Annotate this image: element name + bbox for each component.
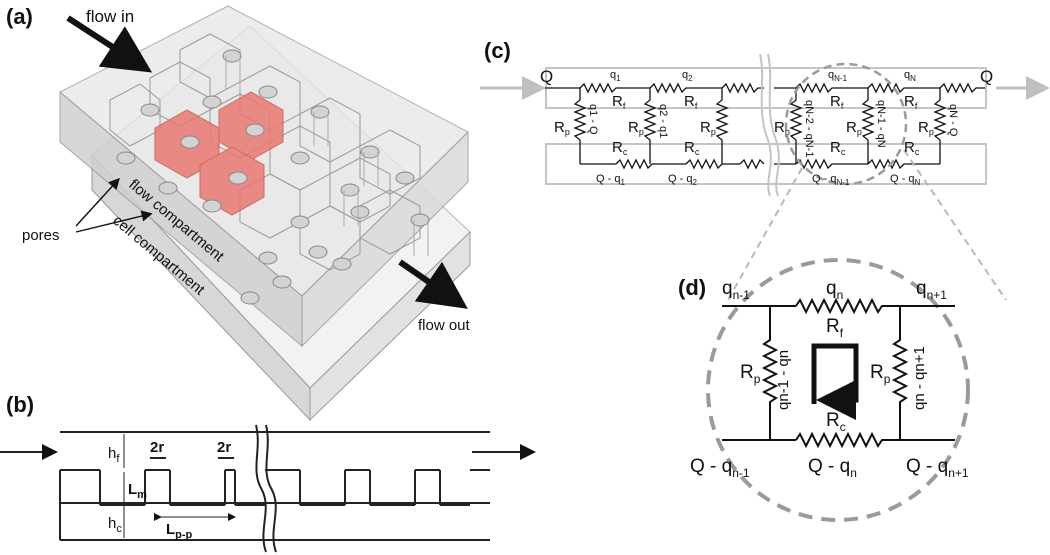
c-bottom-1: Q - q1 — [596, 173, 625, 187]
lpp-label: Lp-p — [166, 521, 193, 541]
panel-a: (a) — [6, 4, 471, 422]
c-break-line-1 — [759, 53, 772, 197]
d-Rp-left: Rp — [740, 362, 761, 386]
c-Rp-5: Rp — [846, 119, 862, 137]
c-Rc-1: Rc — [612, 139, 628, 157]
d-q-right: qn+1 — [916, 278, 947, 302]
c-bottom-3: Q - qN-1 — [812, 173, 850, 187]
c-Rc-3: Rc — [830, 139, 846, 157]
d-resistor-cell — [722, 297, 955, 449]
channel-walls — [59, 431, 490, 541]
zoom-line-right — [903, 149, 1007, 301]
pores-pointer-1 — [75, 177, 120, 227]
c-resistor-network — [545, 82, 985, 170]
pores-label: pores — [22, 227, 60, 244]
panel-d: (d) qn-1 qn qn+1 Rf Rp Rp Rc qn-1 - qn q… — [678, 258, 970, 522]
hc-label: hc — [108, 515, 122, 535]
c-Rp-2: Rp — [628, 119, 644, 137]
c-Rp-4: Rp — [774, 119, 790, 137]
two-r-label-2: 2r — [217, 439, 231, 456]
d-vert-right: qn - qn+1 — [911, 346, 928, 410]
c-break-line-2 — [767, 53, 780, 197]
hf-label: hf — [108, 445, 120, 465]
d-bottom-right: Q - qn+1 — [906, 456, 969, 480]
c-q1: q1 — [610, 69, 621, 83]
c-vert-5: qN - Q — [947, 104, 959, 137]
panel-c: (c) — [480, 38, 1050, 301]
c-Rf-3: Rf — [830, 93, 844, 111]
c-Rf-4: Rf — [904, 93, 918, 111]
c-vert-1: q1 - Q — [587, 104, 599, 135]
flow-in-arrow — [66, 15, 153, 73]
break-line-2 — [265, 424, 277, 553]
zoom-line-left — [727, 167, 803, 301]
break-line-1 — [255, 424, 267, 553]
d-q-left: qn-1 — [722, 278, 750, 302]
panel-d-label: (d) — [678, 275, 706, 300]
c-vert-2: q2 - q1 — [657, 104, 669, 138]
flow-in-label: flow in — [86, 7, 134, 26]
c-zoom-circle — [784, 62, 908, 186]
c-vert-3: qN-2 - qN-1 — [803, 100, 815, 157]
flow-out-label: flow out — [418, 317, 471, 334]
c-q2: q2 — [682, 69, 693, 83]
c-Q-out: Q — [980, 67, 993, 86]
lm-label: Lm — [128, 481, 147, 501]
c-Rc-4: Rc — [904, 139, 920, 157]
panel-b-label: (b) — [6, 392, 34, 417]
c-Rp-6: Rp — [918, 119, 934, 137]
panel-b: (b) hf hc Lm Lp-p 2r 2r — [0, 392, 536, 553]
d-q-mid: qn — [826, 278, 843, 302]
pores-pointer-2 — [75, 210, 153, 233]
c-Rp-1: Rp — [554, 119, 570, 137]
two-r-label-1: 2r — [150, 439, 164, 456]
d-Rp-right: Rp — [870, 362, 891, 386]
d-bottom-mid: Q - qn — [808, 456, 857, 480]
c-vert-4: qN-1 - qN — [875, 100, 887, 148]
c-qN-1: qN-1 — [828, 69, 848, 83]
c-bottom-2: Q - q2 — [668, 173, 697, 187]
pore-tubes — [225, 56, 429, 256]
flow-out-arrow — [398, 259, 468, 309]
c-bottom-4: Q - qN — [890, 173, 920, 187]
d-Rc: Rc — [826, 410, 846, 434]
c-Rc-2: Rc — [684, 139, 700, 157]
panel-a-label: (a) — [6, 4, 33, 29]
d-bottom-left: Q - qn-1 — [690, 456, 750, 480]
d-Rf: Rf — [826, 316, 844, 340]
pores — [116, 49, 430, 305]
c-Rf-2: Rf — [684, 93, 698, 111]
d-vert-left: qn-1 - qn — [775, 350, 792, 410]
c-Q-in: Q — [540, 67, 553, 86]
d-loop-arrow — [811, 343, 859, 420]
panel-c-label: (c) — [484, 38, 511, 63]
c-Rp-3: Rp — [700, 119, 716, 137]
d-zoom-circle — [706, 258, 970, 522]
c-Rf-1: Rf — [612, 93, 626, 111]
c-qN: qN — [904, 69, 916, 83]
